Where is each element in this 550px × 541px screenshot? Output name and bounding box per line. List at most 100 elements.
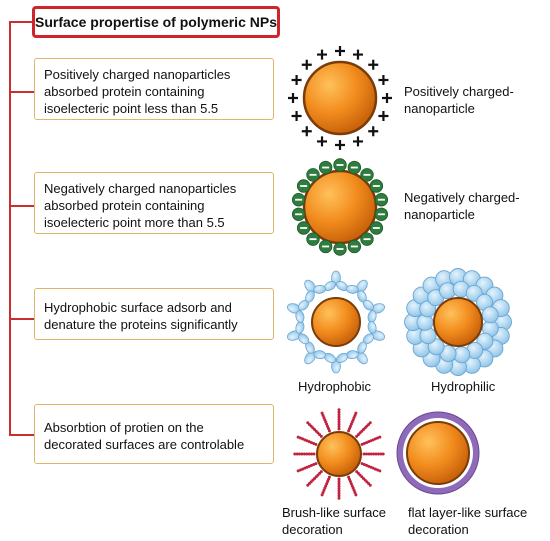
plus-sign-icon <box>288 93 298 103</box>
plus-sign-icon <box>352 49 363 60</box>
protein-cluster-icon <box>362 321 386 345</box>
negative-nanoparticle-icon <box>291 158 389 256</box>
minus-sign-icon <box>347 239 362 254</box>
minus-sign-icon <box>374 207 389 221</box>
minus-sign-icon <box>291 207 306 221</box>
protein-cluster-icons <box>286 270 386 374</box>
minus-sign-icon <box>374 193 389 207</box>
connector-branch-title <box>9 21 32 23</box>
label-positive-nanoparticle: Positively charged- nanoparticle <box>404 83 514 117</box>
minus-sign-icon <box>333 158 347 172</box>
label-line: Negatively charged- <box>404 190 520 205</box>
card-text-line: isoelecteric point less than 5.5 <box>44 100 219 116</box>
card-text-line: denature the proteins significantly <box>44 317 238 332</box>
label-line: Hydrophilic <box>431 379 496 394</box>
label-line: Brush-like surface <box>282 505 387 520</box>
minus-sign-icon <box>318 239 333 254</box>
protein-cluster-icon <box>362 299 386 323</box>
plus-sign-icon <box>378 110 389 121</box>
minus-sign-icon <box>318 160 333 175</box>
plus-sign-icons <box>288 46 392 150</box>
label-hydrophilic: Hydrophilic <box>431 378 495 395</box>
connector-spine <box>9 22 11 435</box>
minus-sign-icon <box>360 232 374 246</box>
plus-sign-icon <box>335 46 345 56</box>
card-text-line: absorbed protein containing <box>44 83 205 99</box>
label-line: Hydrophobic <box>298 379 371 394</box>
row-card-hydrophobicity: Hydrophobic surface adsorb and denature … <box>34 288 274 340</box>
label-brush-decoration: Brush-like surface decoration <box>282 504 386 538</box>
row-card-decoration: Absorbtion of protien on the decorated s… <box>34 404 274 464</box>
plus-sign-icon <box>335 140 345 150</box>
plus-sign-icon <box>368 126 379 137</box>
protein-cluster-icon <box>324 270 348 291</box>
plus-sign-icon <box>291 110 302 121</box>
minus-sign-icon <box>369 179 384 193</box>
row-card-positive-charge: Positively charged nanoparticles absorbe… <box>34 58 274 120</box>
plus-sign-icon <box>291 75 302 86</box>
brush-chain-icon <box>306 421 323 438</box>
minus-sign-icon <box>369 221 384 235</box>
hydrophilic-nanoparticle-icon <box>404 268 512 376</box>
minus-sign-icon <box>306 232 320 246</box>
plus-sign-icon <box>317 136 328 147</box>
label-flat-decoration: flat layer-like surface decoration <box>408 504 527 538</box>
hydrophobic-nanoparticle-icon <box>286 270 386 374</box>
minus-sign-icon <box>291 193 306 207</box>
brush-chain-icon <box>362 452 385 456</box>
row-card-negative-charge: Negatively charged nanoparticles absorbe… <box>34 172 274 234</box>
page-title: Surface propertise of polymeric NPs <box>32 6 280 38</box>
minus-sign-icon <box>306 168 320 182</box>
protein-cluster-icon <box>304 341 327 365</box>
card-text-line: isoelecteric point more than 5.5 <box>44 214 225 230</box>
protein-cluster-icon <box>304 279 327 303</box>
plus-sign-icon <box>382 93 392 103</box>
label-line: decoration <box>282 522 343 537</box>
protein-shell-icons <box>404 268 512 376</box>
brush-chain-icon <box>360 462 382 473</box>
plus-sign-icon <box>317 49 328 60</box>
card-text-line: Absorbtion of protien on the <box>44 420 204 435</box>
brush-chain-icon <box>355 421 372 438</box>
protein-sphere-icon <box>481 306 499 324</box>
connector-branch-3 <box>9 318 34 320</box>
brush-chain-icon <box>306 470 323 487</box>
label-line: flat layer-like surface <box>408 505 528 520</box>
brush-chain-icon <box>320 411 331 433</box>
brush-decorated-nanoparticle-icon <box>293 408 385 500</box>
plus-sign-icon <box>368 59 379 70</box>
label-line: nanoparticle <box>404 101 475 116</box>
plus-sign-icon <box>352 136 363 147</box>
connector-branch-1 <box>9 91 34 93</box>
minus-sign-icons <box>291 158 389 256</box>
label-line: nanoparticle <box>404 207 475 222</box>
label-line: decoration <box>408 522 469 537</box>
label-hydrophobic: Hydrophobic <box>298 378 371 395</box>
card-text-line: decorated surfaces are controlable <box>44 437 245 452</box>
brush-chain-icon <box>293 452 316 456</box>
brush-chain-icon <box>360 435 382 446</box>
brush-chain-icon <box>337 477 341 500</box>
brush-chain-icon <box>355 470 372 487</box>
brush-chain-icon <box>296 462 318 473</box>
minus-sign-icon <box>347 160 362 175</box>
connector-branch-4 <box>9 434 34 436</box>
plus-sign-icon <box>301 59 312 70</box>
protein-cluster-icon <box>324 353 348 374</box>
plus-sign-icon <box>301 126 312 137</box>
card-text-line: Positively charged nanoparticles <box>44 66 231 82</box>
card-text-line: absorbed protein containing <box>44 197 205 213</box>
minus-sign-icon <box>333 242 347 256</box>
brush-chain-icons <box>293 408 385 500</box>
brush-chain-icon <box>296 435 318 446</box>
protein-cluster-icon <box>345 279 368 303</box>
protein-cluster-icon <box>286 299 310 323</box>
flat-layer-decorated-nanoparticle-icon <box>396 411 480 495</box>
label-negative-nanoparticle: Negatively charged- nanoparticle <box>404 189 520 223</box>
label-line: Positively charged- <box>404 84 514 99</box>
brush-chain-icon <box>347 475 358 497</box>
brush-chain-icon <box>320 475 331 497</box>
plus-sign-icon <box>378 75 389 86</box>
card-text-line: Hydrophobic surface adsorb and <box>44 300 232 315</box>
card-text-line: Negatively charged nanoparticles <box>44 180 237 196</box>
